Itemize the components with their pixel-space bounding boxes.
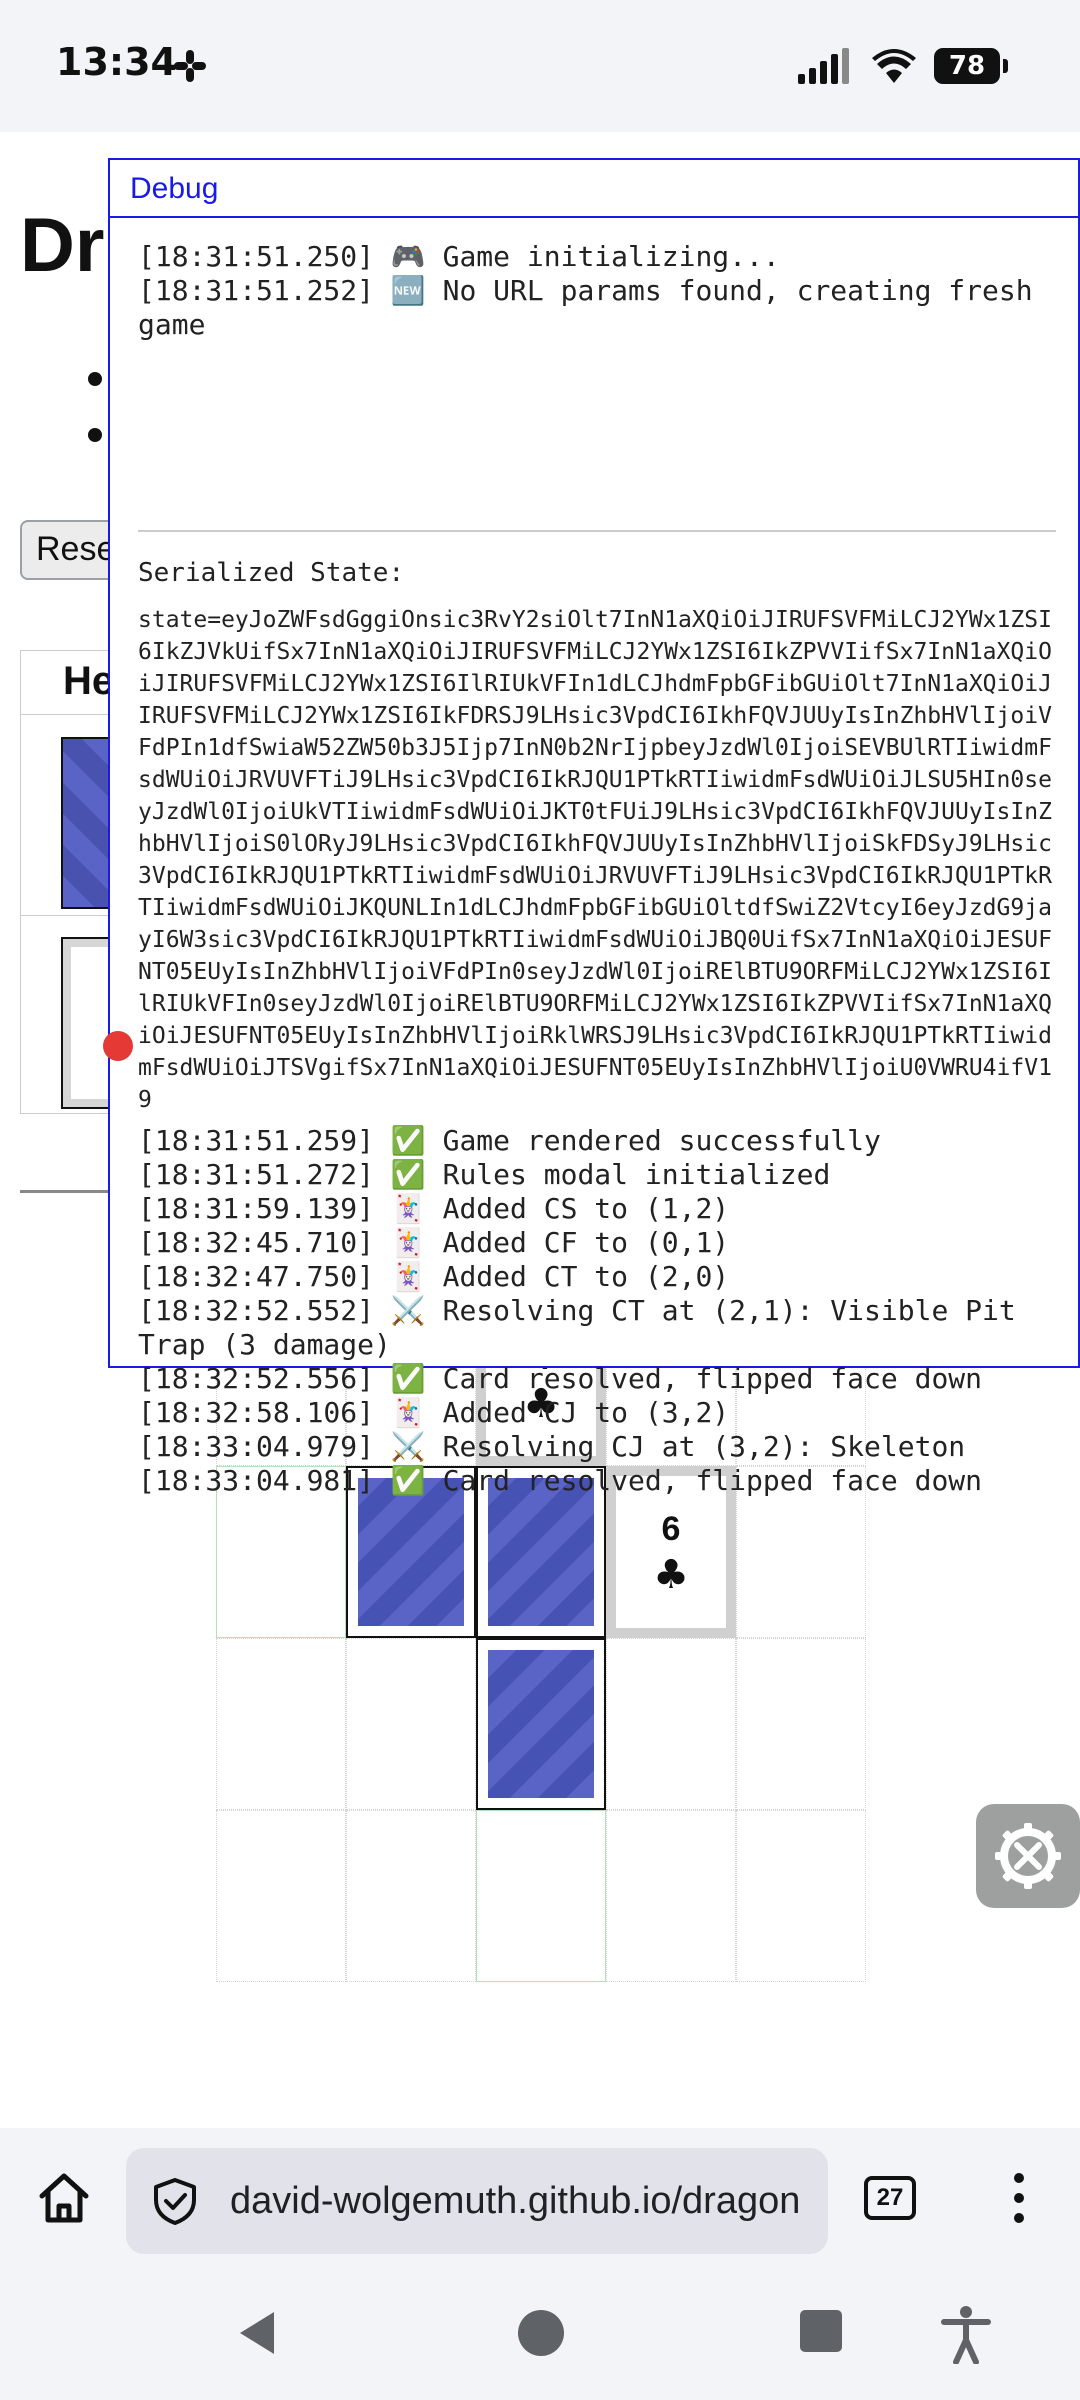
browser-toolbar: david-wolgemuth.github.io/dragon 27 xyxy=(0,2128,1080,2268)
grid-cell-open[interactable] xyxy=(476,1810,606,1982)
more-vert-icon[interactable] xyxy=(1004,2170,1034,2226)
log-line: [18:31:51.259] ✅ Game rendered successfu… xyxy=(138,1124,881,1157)
address-bar[interactable]: david-wolgemuth.github.io/dragon xyxy=(126,2148,828,2254)
state-label: Serialized State: xyxy=(138,558,405,588)
dungeon-grid: 4 ♣ 6 ♣ xyxy=(216,1226,866,1996)
grid-card-back[interactable] xyxy=(476,1466,606,1638)
debug-panel: Debug [18:31:51.250] 🎮 Game initializing… xyxy=(108,158,1080,1497)
debug-log-after: [18:31:51.259] ✅ Game rendered successfu… xyxy=(138,1124,1068,1498)
grid-cell[interactable] xyxy=(216,1810,346,1982)
grid-cell[interactable] xyxy=(346,1638,476,1810)
slack-icon xyxy=(174,50,206,82)
log-line: [18:31:59.139] 🃏 Added CS to (1,2) xyxy=(138,1192,730,1225)
debug-toggle[interactable]: Debug xyxy=(110,160,1080,218)
grid-card-face[interactable]: 6 ♣ xyxy=(606,1466,736,1638)
debug-log-before: [18:31:51.250] 🎮 Game initializing... [1… xyxy=(138,240,1058,342)
log-line: [18:31:51.252] 🆕 No URL params found, cr… xyxy=(138,274,1050,341)
log-line: [18:32:45.710] 🃏 Added CF to (0,1) xyxy=(138,1226,730,1259)
home-nav-icon[interactable] xyxy=(518,2310,564,2356)
tab-switcher-button[interactable]: 27 xyxy=(864,2176,916,2220)
log-line: [18:32:47.750] 🃏 Added CT to (2,0) xyxy=(138,1260,730,1293)
status-time: 13:34 xyxy=(56,40,177,84)
settings-button[interactable] xyxy=(976,1804,1080,1908)
page-title: Dr xyxy=(20,203,105,288)
grid-card-back[interactable] xyxy=(476,1638,606,1810)
log-line: [18:31:51.272] ✅ Rules modal initialized xyxy=(138,1158,831,1191)
debug-divider xyxy=(138,530,1056,532)
grid-cell[interactable] xyxy=(216,1638,346,1810)
back-icon[interactable] xyxy=(234,2308,284,2358)
serialized-state[interactable]: state=eyJoZWFsdGggiOnsic3RvY2siOlt7InN1a… xyxy=(138,607,1052,1113)
divider xyxy=(20,1190,110,1193)
grid-cell[interactable] xyxy=(736,1810,866,1982)
log-line: [18:33:04.979] ⚔️ Resolving CJ at (3,2):… xyxy=(138,1430,966,1463)
log-line: [18:32:52.552] ⚔️ Resolving CT at (2,1):… xyxy=(138,1294,1033,1361)
battery-icon: 78 xyxy=(934,48,1008,84)
shield-check-icon xyxy=(154,2178,196,2225)
grid-cell[interactable] xyxy=(736,1466,866,1638)
grid-cell-open[interactable] xyxy=(216,1466,346,1638)
wifi-icon xyxy=(872,49,916,83)
grid-cell[interactable] xyxy=(346,1810,476,1982)
card-rank: 6 xyxy=(661,1509,681,1548)
grid-cell[interactable] xyxy=(606,1810,736,1982)
accessibility-icon[interactable] xyxy=(940,2304,992,2364)
rules-bullet xyxy=(88,372,102,386)
grid-card-back[interactable] xyxy=(346,1466,476,1638)
status-bar: 13:34 78 xyxy=(0,0,1080,132)
club-suit-icon: ♣ xyxy=(653,1551,689,1598)
log-line: [18:31:51.250] 🎮 Game initializing... xyxy=(138,240,780,273)
hand-header: He xyxy=(21,651,131,715)
grid-cell[interactable] xyxy=(736,1638,866,1810)
url-text[interactable]: david-wolgemuth.github.io/dragon xyxy=(230,2180,801,2222)
signal-icon xyxy=(798,48,849,84)
recents-icon[interactable] xyxy=(800,2310,842,2352)
club-suit-icon: ♣ xyxy=(523,1380,559,1427)
gear-tools-icon xyxy=(995,1823,1061,1889)
rules-bullet xyxy=(88,428,102,442)
battery-level: 78 xyxy=(934,48,1000,84)
system-nav-bar xyxy=(0,2268,1080,2400)
grid-cell[interactable] xyxy=(606,1638,736,1810)
log-line: [18:32:58.106] 🃏 Added CJ to (3,2) xyxy=(138,1396,730,1429)
log-line: [18:32:52.556] ✅ Card resolved, flipped … xyxy=(138,1362,983,1395)
home-icon[interactable] xyxy=(34,2168,94,2228)
log-line: [18:33:04.981] ✅ Card resolved, flipped … xyxy=(138,1464,983,1497)
